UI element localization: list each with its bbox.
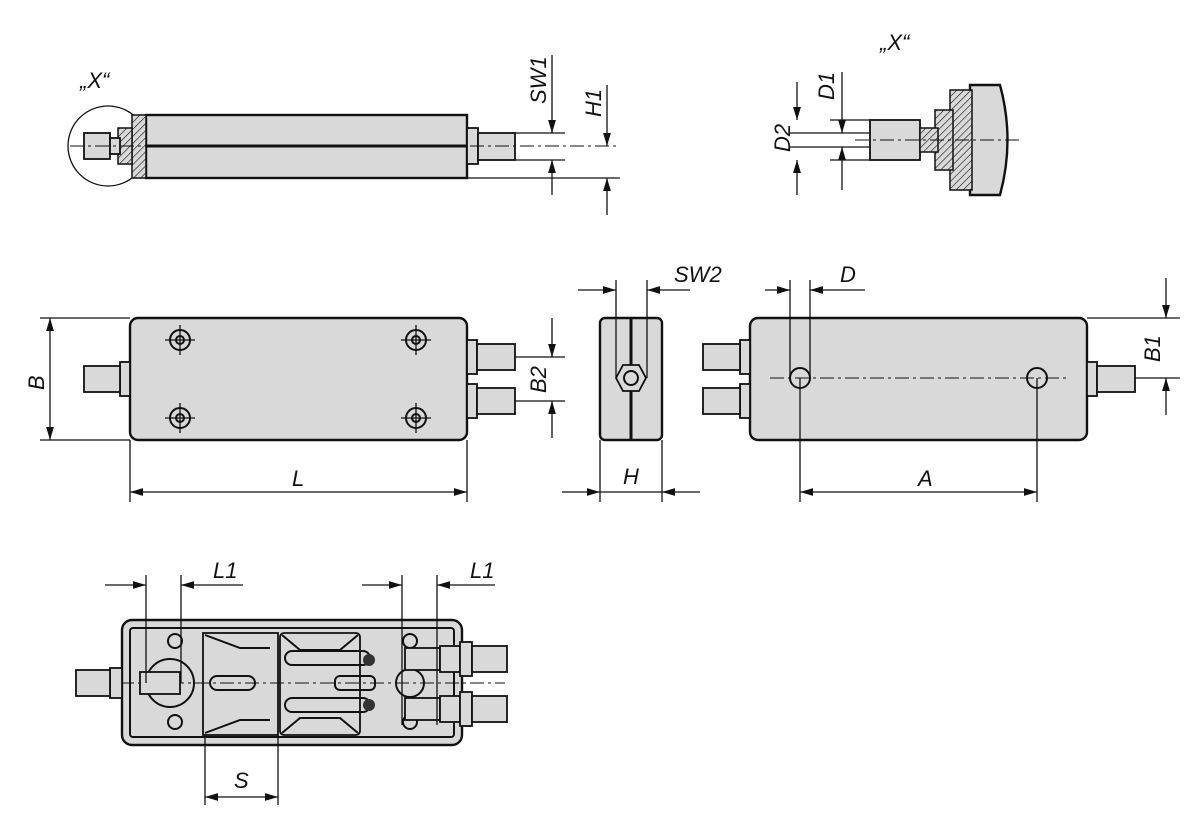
front-view: B B2 L <box>24 316 565 502</box>
piston-block <box>279 632 361 736</box>
fitting-left-bottom <box>702 387 741 415</box>
fitting-left-top <box>702 343 741 371</box>
fitting-left <box>83 365 121 393</box>
dim-b1: B1 <box>1140 335 1165 362</box>
dim-sw1: SW1 <box>526 56 551 104</box>
dim-d2: D2 <box>770 124 795 152</box>
side-view: „X“ SW1 H1 <box>67 55 620 215</box>
detail-x-marker-label: „X“ <box>79 68 111 93</box>
dim-a: A <box>916 466 933 491</box>
dim-sw2: SW2 <box>674 262 722 287</box>
dim-l: L <box>292 466 304 491</box>
fitting-right-top <box>476 343 516 371</box>
dim-d1: D1 <box>814 72 839 100</box>
dim-d: D <box>840 262 856 287</box>
dim-s: S <box>234 768 249 793</box>
dim-h1: H1 <box>581 89 606 117</box>
dim-l1-left: L1 <box>213 558 237 583</box>
section-view: L1 L1 S <box>75 558 508 805</box>
fitting-right-bottom <box>471 695 508 723</box>
dim-l1-right: L1 <box>470 558 494 583</box>
fitting-left <box>75 669 111 697</box>
fitting-right-top <box>471 645 508 673</box>
dim-b2: B2 <box>526 366 551 393</box>
mounting-holes <box>165 325 431 433</box>
dim-h: H <box>623 464 639 489</box>
rear-view: D B1 A <box>702 262 1180 502</box>
slide-carriage <box>202 632 279 736</box>
fitting-right-bottom <box>476 387 516 415</box>
dim-b: B <box>24 375 49 390</box>
fitting-right <box>1096 365 1136 393</box>
end-view: SW2 H <box>562 262 722 502</box>
detail-x-view: „X“ D1 D2 <box>770 30 1020 197</box>
hex-nut <box>614 364 648 392</box>
detail-x-title: „X“ <box>879 30 911 55</box>
